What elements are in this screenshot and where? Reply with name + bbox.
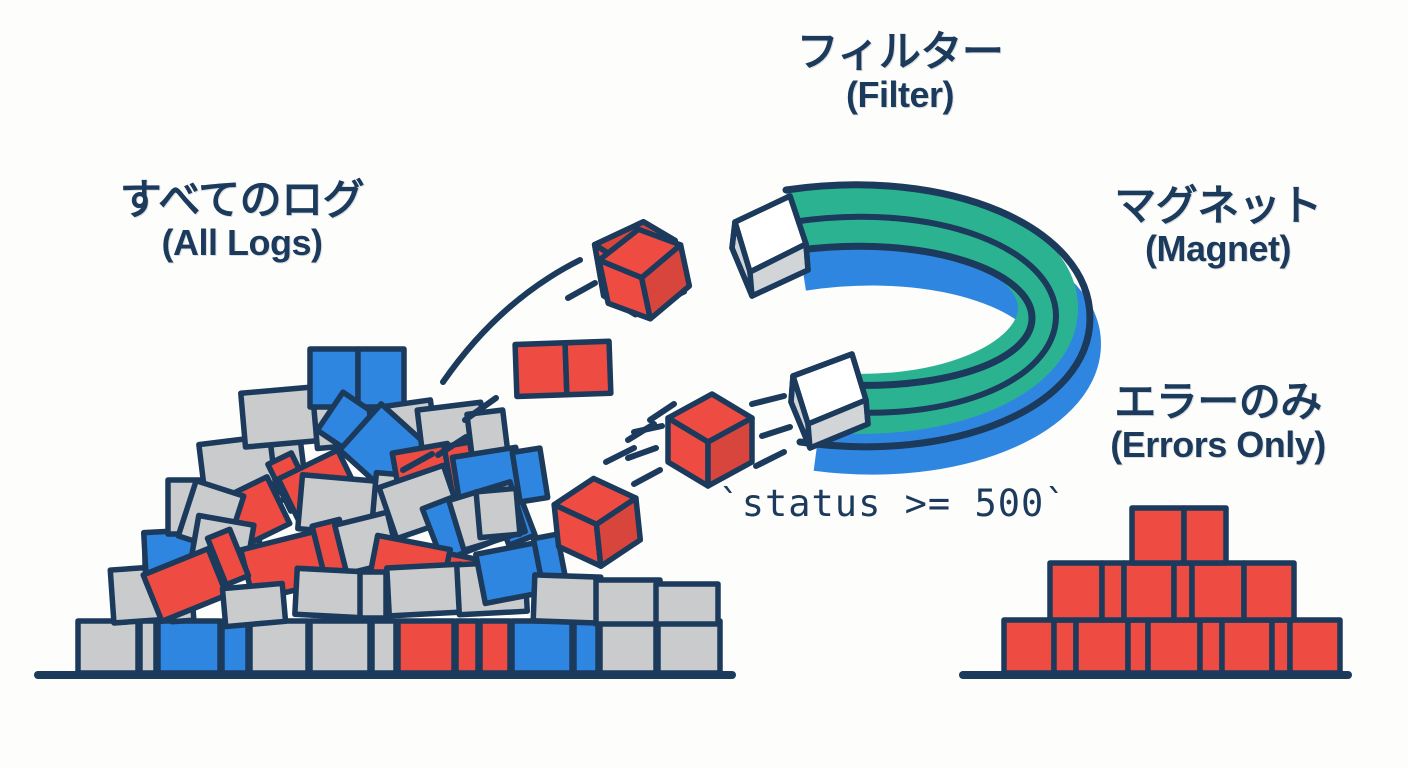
label-magnet: マグネット (Magnet) bbox=[1068, 182, 1368, 269]
flying-cube-lower bbox=[665, 391, 755, 489]
messy-log-pile bbox=[75, 346, 723, 676]
magnet bbox=[729, 181, 1102, 475]
magnet-pole-upper bbox=[729, 193, 811, 299]
label-magnet-jp: マグネット bbox=[1114, 182, 1322, 229]
label-filter: フィルター (Filter) bbox=[770, 28, 1030, 115]
flying-blocks-group bbox=[400, 219, 793, 569]
pile-mid-clutter bbox=[140, 389, 721, 630]
label-magnet-en: (Magnet) bbox=[1145, 228, 1291, 270]
flying-cube-at-pile bbox=[551, 475, 644, 569]
label-all-logs: すべてのログ (All Logs) bbox=[52, 176, 432, 263]
label-errors-only-en: (Errors Only) bbox=[1110, 424, 1326, 466]
label-errors-only: エラーのみ (Errors Only) bbox=[1058, 378, 1378, 465]
error-tier-top bbox=[1129, 505, 1229, 566]
magnet-pole-lower bbox=[788, 351, 871, 451]
label-all-logs-en: (All Logs) bbox=[161, 222, 323, 264]
motion-trail-arc-upper bbox=[400, 257, 598, 473]
label-errors-only-jp: エラーのみ bbox=[1114, 378, 1322, 425]
error-block-stack bbox=[1001, 505, 1343, 676]
label-filter-en: (Filter) bbox=[846, 74, 955, 116]
motion-trail-pile-edge bbox=[603, 401, 677, 465]
label-filter-jp: フィルター bbox=[796, 28, 1004, 75]
flying-cube-upper-faces bbox=[596, 226, 693, 322]
pile-base-row bbox=[75, 618, 723, 676]
pile-summit bbox=[307, 346, 407, 410]
error-tier-middle bbox=[1047, 560, 1297, 623]
filter-expression-code: `status >= 500` bbox=[718, 482, 1068, 525]
label-all-logs-jp: すべてのログ bbox=[119, 176, 365, 223]
error-tier-bottom bbox=[1001, 617, 1343, 676]
flying-block-flat bbox=[512, 338, 614, 400]
